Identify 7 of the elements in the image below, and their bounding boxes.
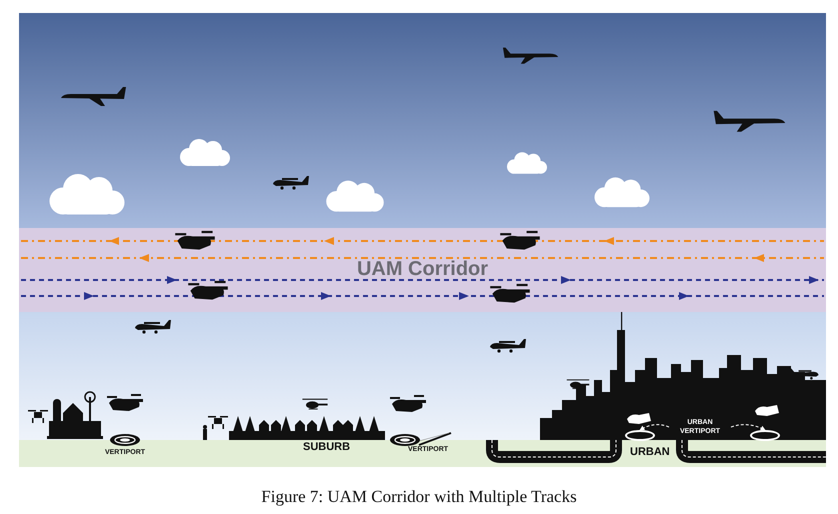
corridor-label: UAM Corridor bbox=[356, 258, 488, 281]
place-label: SUBURB bbox=[303, 441, 350, 453]
corridor-band bbox=[19, 228, 826, 312]
leader-line bbox=[730, 424, 766, 430]
place-label: URBAN bbox=[630, 446, 670, 458]
figure-caption: Figure 7: UAM Corridor with Multiple Tracks bbox=[260, 487, 578, 507]
leader-line bbox=[639, 424, 670, 430]
